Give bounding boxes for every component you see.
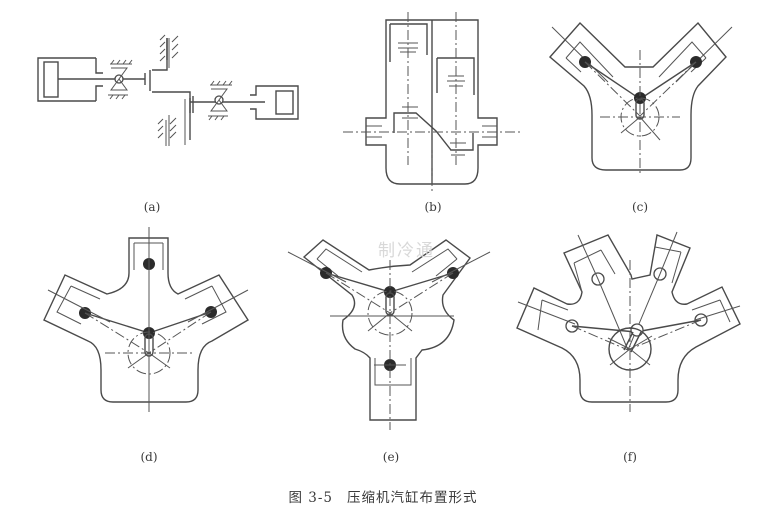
piston-left xyxy=(43,61,59,98)
cylinder-b1 xyxy=(389,23,428,62)
panel-d-diagram xyxy=(43,227,249,412)
bearing-right xyxy=(208,80,233,121)
crankcase-d xyxy=(43,237,249,403)
panel-b-diagram xyxy=(343,12,520,192)
watermark: 制冷通 xyxy=(378,241,435,261)
support-hatch-top xyxy=(159,34,179,62)
panel-e-diagram xyxy=(287,239,491,430)
crankcase-b xyxy=(365,19,498,185)
crankcase-c xyxy=(549,21,727,171)
crankshaft-a xyxy=(144,38,191,117)
piston-right xyxy=(275,90,294,115)
panel-c-diagram xyxy=(549,21,733,176)
crank-webs xyxy=(166,38,191,140)
crankcase-f xyxy=(516,234,741,403)
panel-f-diagram xyxy=(516,231,741,412)
rod-right xyxy=(189,96,265,113)
crank-b xyxy=(393,112,474,151)
cylinder-right xyxy=(250,85,299,120)
bearing-left xyxy=(108,59,133,100)
support-hatch-bottom xyxy=(157,117,177,139)
figure-caption: 图 3-5 压缩机汽缸布置形式 xyxy=(288,486,491,506)
figure-title: 压缩机汽缸布置形式 xyxy=(347,490,478,506)
figure-number: 图 3-5 xyxy=(288,490,334,506)
crankcase-e xyxy=(302,239,471,421)
panel-a-diagram xyxy=(37,34,299,146)
panel-label-f: (f) xyxy=(623,450,637,464)
cylinder-left xyxy=(37,57,103,102)
panel-label-c: (c) xyxy=(631,200,649,214)
cylinder-b2 xyxy=(436,57,475,95)
panel-label-a: (a) xyxy=(143,200,161,214)
panel-label-d: (d) xyxy=(140,450,158,464)
panel-label-b: (b) xyxy=(424,200,442,214)
panel-label-e: (e) xyxy=(382,450,400,464)
